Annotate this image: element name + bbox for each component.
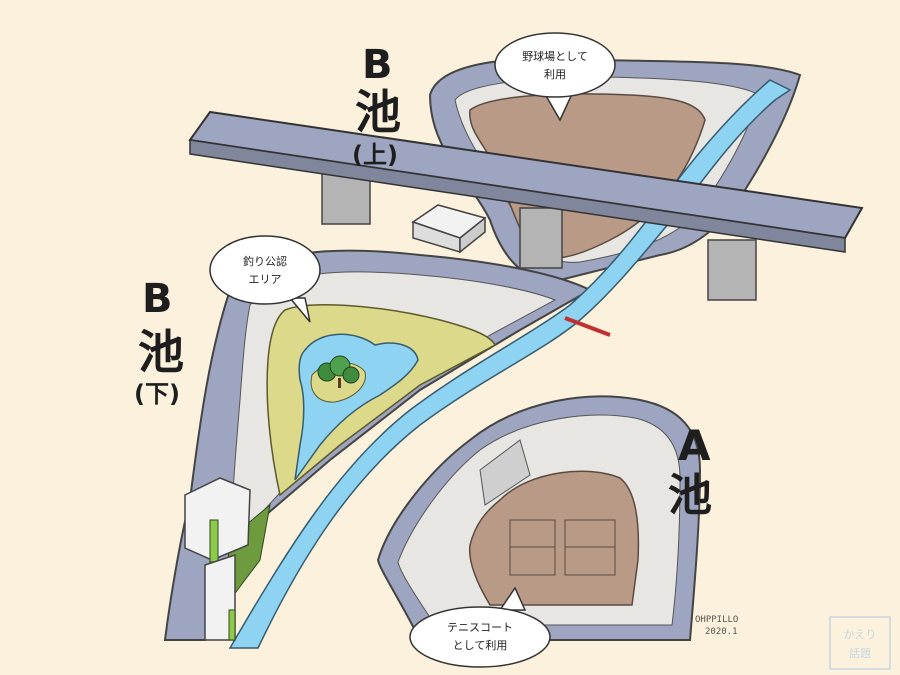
- fishing-bubble: 釣り公認 エリア: [209, 235, 321, 323]
- svg-text:(上): (上): [352, 141, 398, 169]
- red-gate: [564, 316, 611, 337]
- svg-text:として利用: として利用: [453, 639, 508, 652]
- svg-text:釣り公認: 釣り公認: [243, 254, 287, 268]
- svg-text:利用: 利用: [544, 68, 566, 81]
- b-lower-pond-basin: [163, 249, 593, 641]
- baseball-bubble: 野球場として 利用: [494, 32, 616, 122]
- svg-text:話題: 話題: [849, 646, 871, 660]
- svg-text:エリア: エリア: [249, 273, 282, 286]
- svg-text:(下): (下): [134, 380, 180, 408]
- svg-text:B: B: [142, 276, 173, 322]
- b-upper-label: B 池 (上): [352, 42, 401, 169]
- svg-text:野球場として: 野球場として: [522, 49, 588, 63]
- tennis-bubble: テニスコート として利用: [409, 586, 551, 668]
- svg-text:テニスコート: テニスコート: [447, 621, 513, 634]
- a-label: A 池: [668, 421, 712, 521]
- b-lower-label: B 池 (下): [134, 276, 184, 408]
- svg-text:B: B: [362, 42, 393, 88]
- svg-text:かえり: かえり: [844, 628, 877, 641]
- tennis-court-area: [468, 470, 640, 606]
- svg-text:池: 池: [668, 470, 712, 521]
- svg-text:池: 池: [138, 325, 184, 379]
- svg-text:2020.1: 2020.1: [705, 627, 738, 637]
- svg-text:A: A: [678, 421, 711, 470]
- utility-building: [411, 204, 487, 254]
- svg-text:池: 池: [355, 85, 401, 139]
- svg-text:OHPPILLO: OHPPILLO: [695, 615, 738, 625]
- bridge: [188, 110, 864, 301]
- a-pond-basin: [376, 395, 702, 641]
- tree-icon: [317, 355, 360, 388]
- tennis-court-lines: [509, 519, 616, 576]
- signature: OHPPILLO 2020.1: [695, 615, 738, 637]
- watermark-stamp: かえり 話題: [829, 616, 891, 670]
- tower-structure: [184, 477, 251, 641]
